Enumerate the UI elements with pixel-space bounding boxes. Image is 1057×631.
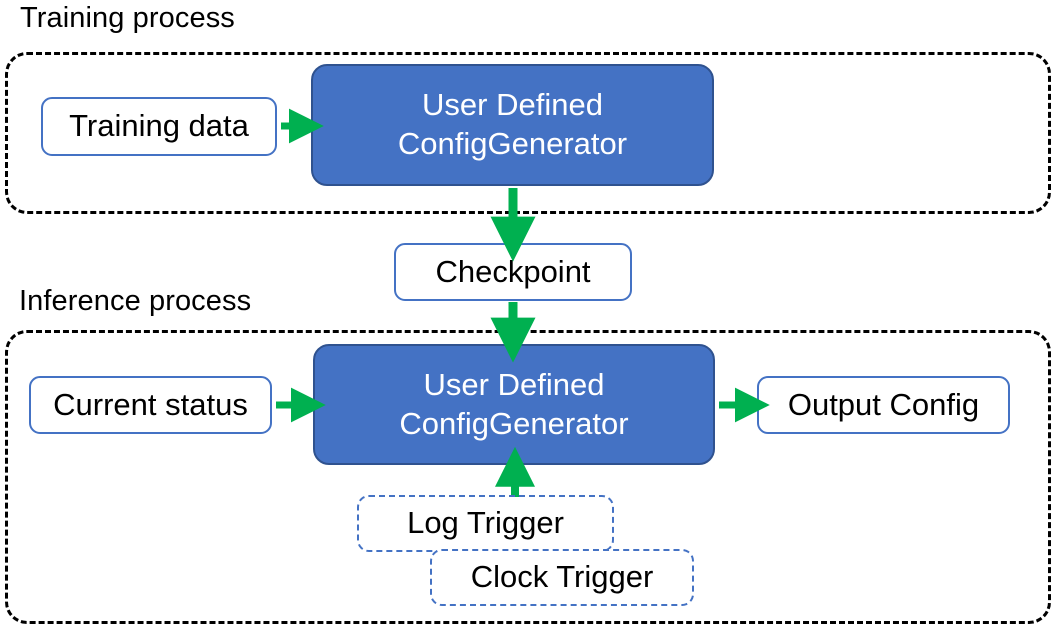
output-config-node[interactable]: Output Config <box>757 376 1010 434</box>
checkpoint-node[interactable]: Checkpoint <box>394 243 632 301</box>
training-config-generator-node[interactable]: User Defined ConfigGenerator <box>311 64 714 186</box>
log-trigger-node[interactable]: Log Trigger <box>357 495 614 552</box>
training-process-title: Training process <box>20 2 235 34</box>
training-process-container <box>5 52 1051 214</box>
inference-config-generator-node[interactable]: User Defined ConfigGenerator <box>313 344 715 465</box>
training-generator-line-1: User Defined <box>422 87 603 123</box>
training-generator-line-2: ConfigGenerator <box>397 126 628 161</box>
current-status-node[interactable]: Current status <box>29 376 272 434</box>
inference-process-title: Inference process <box>19 285 252 317</box>
inference-generator-line-2: ConfigGenerator <box>399 405 629 441</box>
training-data-node[interactable]: Training data <box>41 97 277 156</box>
clock-trigger-node[interactable]: Clock Trigger <box>430 549 694 606</box>
inference-generator-line-1: User Defined <box>423 366 605 402</box>
